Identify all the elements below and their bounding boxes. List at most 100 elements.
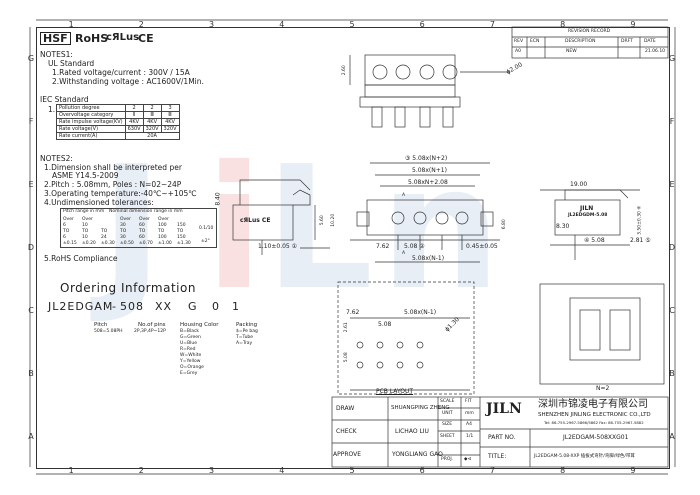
dim-side-840: 8.40 xyxy=(214,192,222,206)
iec-cell: 20A xyxy=(124,132,180,140)
iec-cell: Ⅲ xyxy=(142,111,162,119)
housing-color-option: E=Grey xyxy=(180,371,198,376)
iec-cell: 2 xyxy=(142,104,162,112)
column-number: 7 xyxy=(489,20,495,29)
tol-flat: 0.1/10 xyxy=(199,226,214,231)
tol-cell: ±0.70 xyxy=(139,241,153,246)
order-code-part: 1 xyxy=(232,300,240,313)
dim-front-045: 0.45±0.05 xyxy=(466,243,498,250)
tol-cell: 60 xyxy=(139,235,145,240)
dim-right-350: 3.50±0.30 ⑥ xyxy=(637,205,643,235)
column-number: 2 xyxy=(138,20,144,29)
tol-cell: 6 xyxy=(63,235,66,240)
check-label: CHECK xyxy=(336,428,357,435)
column-number: 4 xyxy=(279,466,285,475)
ce-mark-icon: CE xyxy=(138,32,154,45)
iec-row: Rate current(A)20A xyxy=(56,132,180,140)
company-logo: JILN xyxy=(486,401,522,417)
tol-cell: TO xyxy=(139,229,146,234)
revision-header: REV xyxy=(514,39,524,44)
column-number: 3 xyxy=(209,466,215,475)
iec-item-1: 1. xyxy=(48,105,56,114)
order-code-part: JL2EDGAM xyxy=(48,300,114,313)
rohs-mark: RoHS xyxy=(75,32,109,45)
tol-cell: 30 xyxy=(120,235,126,240)
row-letter: E xyxy=(669,180,675,190)
revision-cell: NEW xyxy=(566,49,577,54)
housing-color-option: W=White xyxy=(180,353,202,358)
n2-label: N=2 xyxy=(596,385,610,392)
scale-label: SCALE xyxy=(440,399,455,404)
tol-cell: TO xyxy=(158,229,165,234)
iec-cell: Overvoltage category xyxy=(56,111,126,119)
tol-cell: 24 xyxy=(101,235,107,240)
tol-cell: Over xyxy=(82,217,93,222)
dim-right-281: 2.81 ⑤ xyxy=(630,237,651,244)
row-letter: G xyxy=(668,54,676,64)
revision-header: ECN xyxy=(530,39,540,44)
ul-withstanding: 2.Withstanding voltage : AC1600V/1Min. xyxy=(52,77,204,86)
dim-pcb-261: 2.61 xyxy=(343,322,349,333)
note-tolerances: 4.Undimensioned tolerances: xyxy=(44,198,154,207)
hsf-logo: HSF xyxy=(40,32,71,45)
tol-cell: ±0.50 xyxy=(120,241,134,246)
row-letter: F xyxy=(28,117,34,127)
iec-cell: 3 xyxy=(160,104,180,112)
note-asme: ASME Y14.5-2009 xyxy=(52,171,119,180)
dim-side-1020: 10.20 xyxy=(331,213,337,227)
row-letter: D xyxy=(668,243,676,252)
right-label-1: JILN xyxy=(580,205,594,212)
row-letter: E xyxy=(28,180,34,190)
ul-mark-icon: cЯLus xyxy=(106,32,140,43)
housing-color-option: U=Blue xyxy=(180,341,198,346)
tolerance-table: Pitch range in mm Nominal dimension rang… xyxy=(60,208,217,248)
dim-pcb-nm1: 5.08x(N-1) xyxy=(404,309,437,316)
order-code-part: 0 xyxy=(212,300,220,313)
title-value: JL2EDGAM-5.08-XXP 插拔式弯针/弯脚/绿色/带耳 xyxy=(534,454,635,459)
revision-cell: A0 xyxy=(515,49,521,54)
column-number: 5 xyxy=(349,20,355,29)
check-name: LICHAO LIU xyxy=(395,428,429,435)
iec-cell: 4KV xyxy=(124,118,144,126)
tol-cell: TO xyxy=(120,229,127,234)
part-value: JL2EDGAM-508XXG01 xyxy=(563,434,629,441)
row-letter: D xyxy=(27,243,35,252)
tol-cell: ±0.20 xyxy=(82,241,96,246)
side-logo: cЯLus CE xyxy=(240,217,271,224)
iec-cell: 4KV xyxy=(142,118,162,126)
column-number: 1 xyxy=(68,466,74,475)
tol-cell: Over xyxy=(158,217,169,222)
column-number: 8 xyxy=(560,466,566,475)
dim-right-830: 8.30 xyxy=(556,223,570,230)
dim-top-260: 2.60 xyxy=(341,65,347,76)
pitch-value: 508=5.08PH xyxy=(94,329,123,334)
column-number: 2 xyxy=(138,466,144,475)
note-pitch: 2.Pitch : 5.08mm, Poles : N=02~24P xyxy=(44,180,182,189)
note-rohs: 5.RoHS Compliance xyxy=(44,254,118,263)
row-letter: A xyxy=(28,431,34,441)
column-number: 6 xyxy=(419,466,425,475)
dim-front-680: 6.80 xyxy=(501,219,507,230)
iec-standard-title: IEC Standard xyxy=(40,95,89,104)
iec-cell: 320V xyxy=(142,125,162,133)
size-label: SIZE xyxy=(442,422,453,427)
right-label-2: JL2EDGDM-5.08 xyxy=(568,213,608,218)
column-number: 6 xyxy=(419,20,425,29)
housing-color-option: Y=Yellow xyxy=(180,359,201,364)
housing-color-option: B=Black xyxy=(180,329,200,334)
approve-label: APPROVE xyxy=(333,451,362,458)
row-letter: A xyxy=(669,431,675,441)
title-label: TITLE: xyxy=(488,453,507,460)
tol-cell: TO xyxy=(101,229,108,234)
pitch-label: Pitch xyxy=(94,322,108,328)
column-number: 3 xyxy=(209,20,215,29)
proj-value: ◆⊲ xyxy=(464,457,472,462)
pins-value: 2P,3P,4P~12P xyxy=(134,329,166,334)
approve-name: YONGLIANG GAO xyxy=(392,451,443,458)
row-letter: B xyxy=(669,368,675,378)
watermark-l: L xyxy=(265,130,374,328)
column-number: 5 xyxy=(349,466,355,475)
